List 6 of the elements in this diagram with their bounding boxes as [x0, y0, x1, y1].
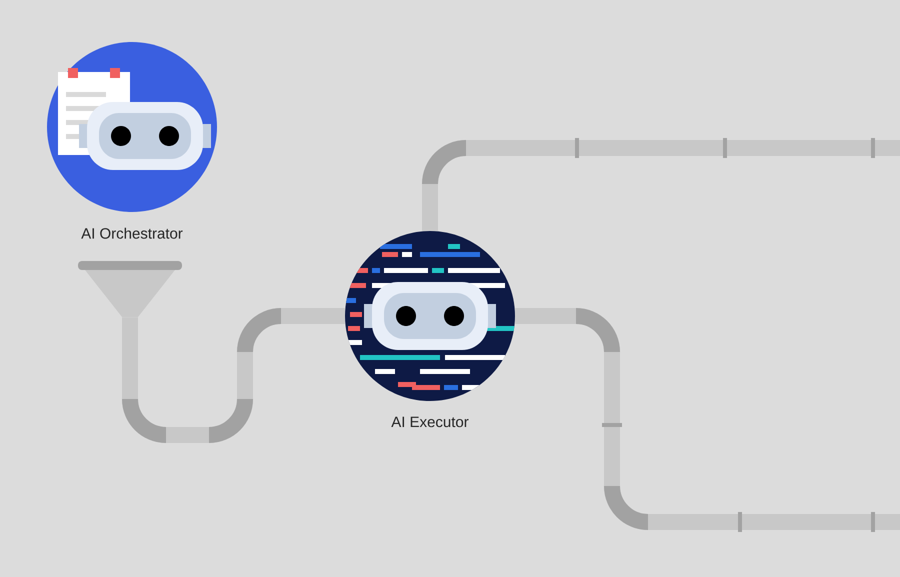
pipe: [122, 308, 345, 443]
funnel: [78, 261, 182, 317]
pipe: [422, 140, 900, 231]
node-label: AI Executor: [391, 416, 468, 428]
node-label: AI Orchestrator: [81, 228, 183, 239]
pipe: [515, 308, 900, 530]
